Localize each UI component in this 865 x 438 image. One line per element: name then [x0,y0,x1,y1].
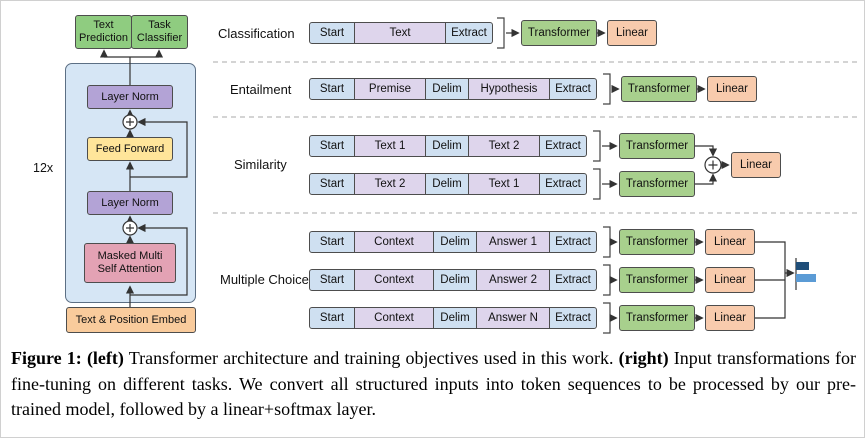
figure-1-diagram: Text Prediction Task Classifier 12x Laye… [1,1,864,341]
token-delim: Delim [433,307,477,329]
token-delim: Delim [425,135,469,157]
transformer-box: Transformer [619,267,695,293]
token-delim: Delim [433,269,477,291]
token-extract: Extract [445,22,493,44]
token-premise: Premise [354,78,426,100]
softmax-icon [795,258,816,290]
caption-right-text: Input transformations for fine-tuning on… [11,348,857,420]
linear-box: Linear [607,20,657,46]
caption-right-tag: (right) [618,348,669,368]
linear-box: Linear [731,152,781,178]
token-delim: Delim [425,173,469,195]
caption-figure-label: Figure 1: [11,348,82,368]
token-context: Context [354,231,434,253]
text-position-embed-box: Text & Position Embed [66,307,196,333]
token-sequence: Start Premise Delim Hypothesis Extract [309,78,597,100]
linear-box: Linear [707,76,757,102]
token-start: Start [309,307,355,329]
token-text1: Text 1 [468,173,540,195]
token-start: Start [309,135,355,157]
token-text1: Text 1 [354,135,426,157]
token-answer2: Answer 2 [476,269,550,291]
section-label-similarity: Similarity [234,157,287,172]
token-sequence: Start Context Delim Answer 2 Extract [309,269,597,291]
linear-box: Linear [705,229,755,255]
layer-norm-top-box: Layer Norm [87,85,173,109]
transformer-box: Transformer [619,133,695,159]
similarity-merge-wires [695,145,730,185]
token-extract: Extract [539,173,587,195]
token-text2: Text 2 [468,135,540,157]
repeat-count-label: 12x [33,161,54,175]
masked-attention-box: Masked Multi Self Attention [84,243,176,283]
caption-left-tag: (left) [86,348,124,368]
token-hypothesis: Hypothesis [468,78,550,100]
multiple-choice-merge-wires [755,241,795,319]
feed-forward-box: Feed Forward [87,137,173,161]
text-prediction-box: Text Prediction [75,15,132,49]
section-label-classification: Classification [218,26,295,41]
transformer-box: Transformer [621,76,697,102]
transformer-box: Transformer [521,20,597,46]
token-delim: Delim [433,231,477,253]
token-sequence: Start Text 2 Delim Text 1 Extract [309,173,587,195]
transformer-box: Transformer [619,171,695,197]
layer-norm-bottom-box: Layer Norm [87,191,173,215]
token-extract: Extract [549,231,597,253]
linear-box: Linear [705,267,755,293]
linear-box: Linear [705,305,755,331]
figure-caption: Figure 1: (left) Transformer architectur… [11,346,856,423]
section-label-multiple-choice: Multiple Choice [220,272,309,287]
token-sequence: Start Text 1 Delim Text 2 Extract [309,135,587,157]
token-text: Text [354,22,446,44]
token-start: Start [309,231,355,253]
token-extract: Extract [549,78,597,100]
token-extract: Extract [549,269,597,291]
token-extract: Extract [549,307,597,329]
token-sequence: Start Context Delim Answer 1 Extract [309,231,597,253]
token-sequence: Start Context Delim Answer N Extract [309,307,597,329]
token-answer1: Answer 1 [476,231,550,253]
token-start: Start [309,173,355,195]
task-classifier-box: Task Classifier [131,15,188,49]
token-answerN: Answer N [476,307,550,329]
section-label-entailment: Entailment [230,82,292,97]
token-delim: Delim [425,78,469,100]
token-extract: Extract [539,135,587,157]
token-context: Context [354,307,434,329]
token-start: Start [309,22,355,44]
token-start: Start [309,78,355,100]
token-context: Context [354,269,434,291]
transformer-box: Transformer [619,229,695,255]
transformer-box: Transformer [619,305,695,331]
token-start: Start [309,269,355,291]
token-text2: Text 2 [354,173,426,195]
caption-left-text: Transformer architecture and training ob… [128,348,614,368]
token-sequence: Start Text Extract [309,22,493,44]
